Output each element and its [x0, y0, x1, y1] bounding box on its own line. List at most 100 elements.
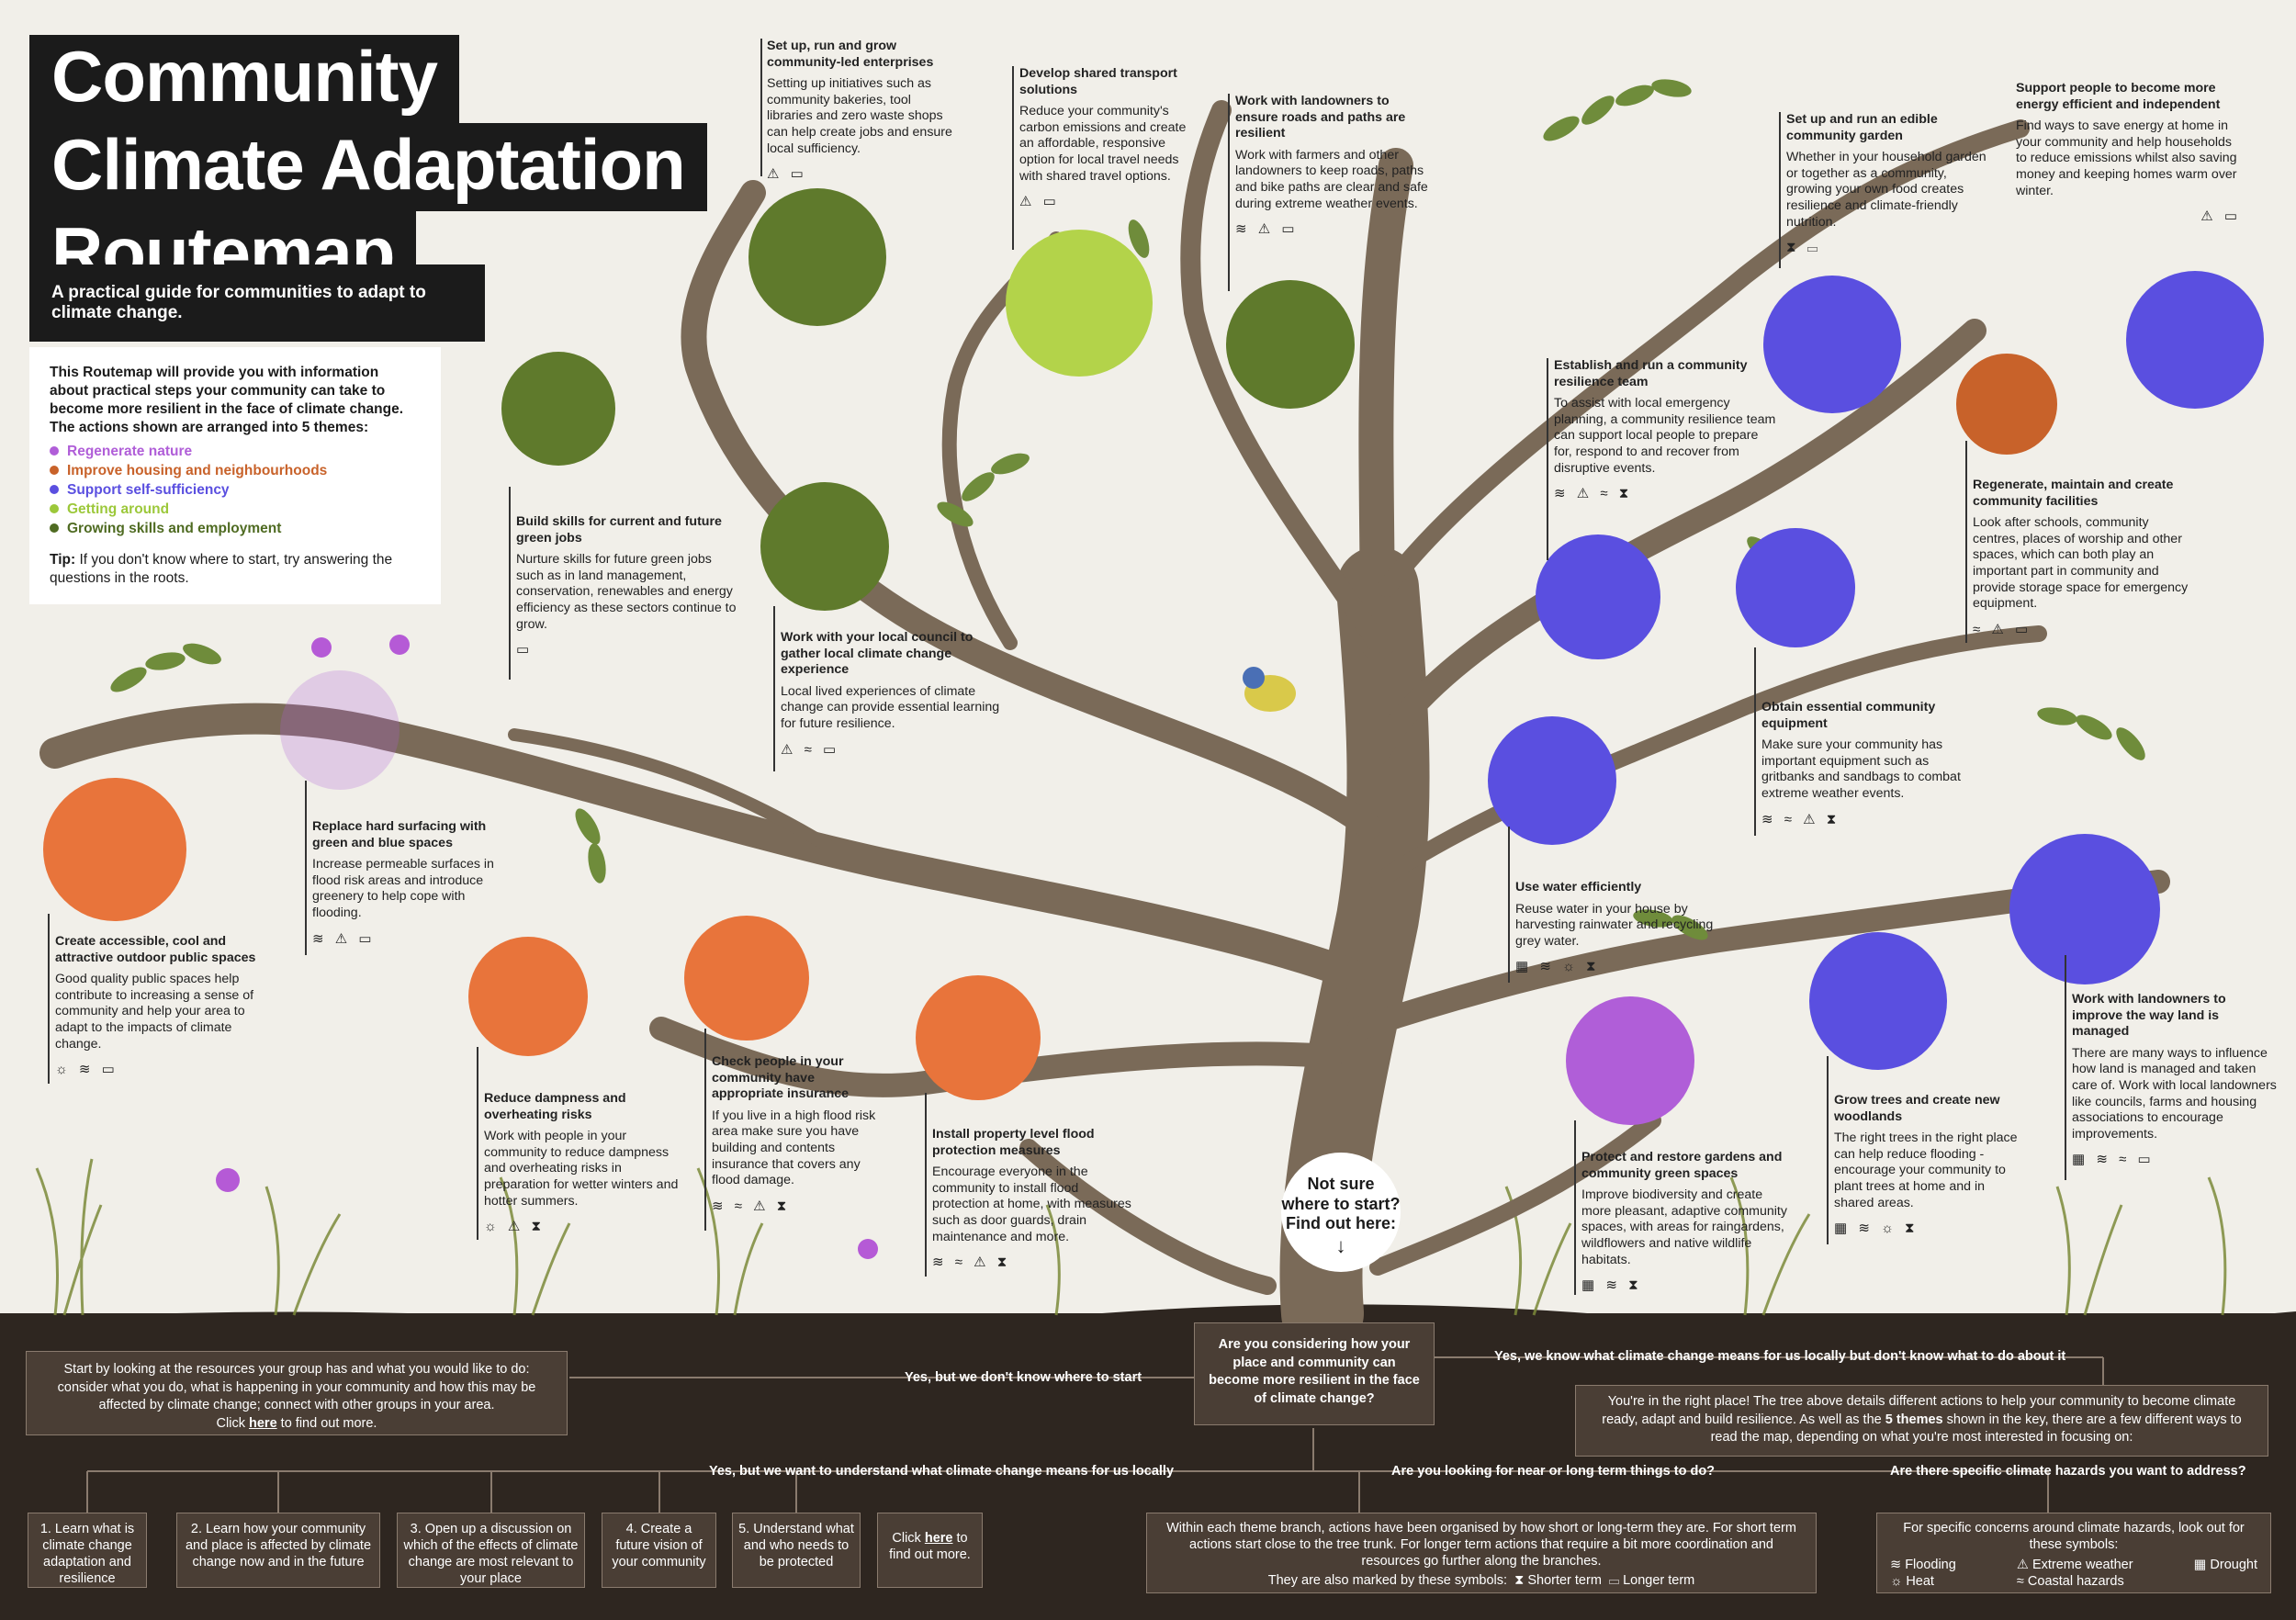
theme-dot-icon [50, 446, 59, 456]
action-shared-transport[interactable]: Develop shared transport solutions Reduc… [1019, 66, 1203, 211]
step-text: 2. Learn how your community and place is… [185, 1522, 372, 1570]
facilities-image-circle [1956, 354, 2057, 455]
action-description: Increase permeable surfaces in flood ris… [312, 857, 494, 921]
leader-line [509, 487, 511, 680]
action-title: Use water efficiently [1515, 880, 1642, 894]
action-land-managed[interactable]: Work with landowners to improve the way … [2072, 992, 2279, 1169]
action-edible-garden[interactable]: Set up and run an edible community garde… [1786, 112, 1988, 257]
label-climate-hazards: Are there specific climate hazards you w… [1890, 1464, 2246, 1479]
action-title: Work with landowners to ensure roads and… [1235, 94, 1406, 141]
action-title: Regenerate, maintain and create communit… [1973, 478, 2174, 509]
soil-edge [0, 1304, 2296, 1341]
step-2-learn-affected[interactable]: 2. Learn how your community and place is… [176, 1513, 380, 1588]
leader-line [1574, 1120, 1576, 1295]
click-end-text: to find out more. [889, 1531, 971, 1563]
not-sure-start-bubble[interactable]: Not sure where to start? Find out here: … [1281, 1153, 1401, 1272]
action-description: Improve biodiversity and create more ple… [1581, 1187, 1787, 1267]
action-title: Check people in your community have appr… [712, 1054, 850, 1102]
intro-text: This Routemap will provide you with info… [50, 365, 404, 418]
drought-icon: ▦ [2193, 1558, 2207, 1573]
hazard-symbols: ⚠ ▭ [2200, 208, 2241, 225]
step-3-open-discussion[interactable]: 3. Open up a discussion on which of the … [397, 1513, 585, 1588]
action-public-spaces[interactable]: Create accessible, cool and attractive o… [55, 934, 271, 1079]
step-1-learn-adaptation[interactable]: 1. Learn what is climate change adaptati… [28, 1513, 147, 1588]
here-link[interactable]: here [249, 1415, 277, 1431]
action-title: Work with your local council to gather l… [781, 630, 974, 678]
five-themes-text: 5 themes [1885, 1412, 1943, 1427]
action-insurance[interactable]: Check people in your community have appr… [712, 1054, 882, 1215]
action-resilience-team[interactable]: Establish and run a community resilience… [1554, 358, 1779, 503]
here-link[interactable]: here [924, 1531, 953, 1546]
hazard-symbols: ☼ ⚠ ⧗ [484, 1219, 546, 1235]
action-title: Set up and run an edible community garde… [1786, 112, 1938, 143]
action-description: Find ways to save energy at home in your… [2016, 118, 2237, 198]
action-description: Setting up initiatives such as community… [767, 76, 952, 156]
transport-image-circle [1006, 230, 1153, 377]
page-title-line-1: Community [29, 35, 459, 123]
tip-text: If you don't know where to start, try an… [50, 551, 393, 587]
label-yes-know-locally: Yes, we know what climate change means f… [1494, 1349, 2066, 1364]
hazard-symbols: ☼ ≋ ▭ [55, 1062, 118, 1078]
theme-self-sufficiency: Support self-sufficiency [50, 480, 421, 500]
skills-image-circle [501, 352, 615, 466]
action-green-jobs-skills[interactable]: Build skills for current and future gree… [516, 514, 741, 659]
heat-label: Heat [1906, 1574, 1934, 1590]
near-long-term-panel: Within each theme branch, actions have b… [1146, 1513, 1817, 1593]
step-click-here[interactable]: Click here to find out more. [877, 1513, 983, 1588]
trees-image-circle [1809, 932, 1947, 1070]
theme-improve-housing: Improve housing and neighbourhoods [50, 461, 421, 480]
roots-question-panel[interactable]: Are you considering how your place and c… [1194, 1322, 1435, 1425]
theme-dot-icon [50, 466, 59, 476]
action-community-enterprises[interactable]: Set up, run and grow community-led enter… [767, 39, 960, 184]
garden-image-circle [1763, 276, 1901, 413]
hazard-symbols: ⧗ ▭ [1786, 240, 1822, 256]
step-5-understand-protect[interactable]: 5. Understand what and who needs to be p… [732, 1513, 861, 1588]
down-arrow-icon: ↓ [1335, 1233, 1346, 1257]
action-flood-protection[interactable]: Install property level flood protection … [932, 1127, 1134, 1272]
step-4-future-vision[interactable]: 4. Create a future vision of your commun… [602, 1513, 716, 1588]
action-description: Make sure your community has important e… [1761, 737, 1961, 802]
hazard-symbols: ≋ ≈ ⚠ ⧗ [932, 1254, 1011, 1271]
hazard-symbols: ≋ ≈ ⚠ ⧗ [712, 1198, 791, 1214]
label-yes-understand-locally: Yes, but we want to understand what clim… [709, 1464, 1175, 1479]
action-description: Work with people in your community to re… [484, 1129, 679, 1209]
click-text: Click [892, 1531, 921, 1546]
page-title-line-2: Climate Adaptation [29, 123, 707, 211]
step-text: 5. Understand what and who needs to be p… [738, 1522, 854, 1570]
action-energy-efficient[interactable]: Support people to become more energy eff… [2016, 81, 2241, 226]
coastal-label: Coastal hazards [2027, 1574, 2124, 1590]
water-image-circle [1488, 716, 1616, 845]
hazard-symbols: ≋ ⚠ ▭ [1235, 221, 1299, 238]
action-use-water-efficiently[interactable]: Use water efficiently Reuse water in you… [1515, 880, 1717, 976]
leader-line [925, 1093, 927, 1277]
action-dampness-overheating[interactable]: Reduce dampness and overheating risks Wo… [484, 1091, 681, 1236]
blue-tit-bird [1243, 667, 1296, 712]
not-sure-line-3: Find out here: [1286, 1214, 1396, 1233]
action-description: Work with farmers and other landowners t… [1235, 147, 1428, 211]
leader-line [1754, 647, 1756, 836]
council-image-circle [760, 482, 889, 611]
enterprise-image-circle [748, 188, 886, 326]
theme-dot-icon [50, 504, 59, 514]
action-trees-woodlands[interactable]: Grow trees and create new woodlands The … [1834, 1093, 2018, 1238]
action-council-experience[interactable]: Work with your local council to gather l… [781, 630, 1001, 759]
action-description: Reuse water in your house by harvesting … [1515, 901, 1714, 949]
hazard-symbols: ≈ ⚠ ▭ [1973, 621, 2032, 637]
action-community-facilities[interactable]: Regenerate, maintain and create communit… [1973, 478, 2193, 638]
action-community-equipment[interactable]: Obtain essential community equipment Mak… [1761, 700, 1982, 828]
action-description: There are many ways to influence how lan… [2072, 1045, 2277, 1142]
equipment-image-circle [1736, 528, 1855, 647]
action-restore-gardens[interactable]: Protect and restore gardens and communit… [1581, 1150, 1793, 1295]
calendar-icon: ▭ [1608, 1573, 1620, 1589]
action-green-blue-spaces[interactable]: Replace hard surfacing with green and bl… [312, 819, 501, 948]
leader-line [2065, 955, 2066, 1180]
action-resilient-roads[interactable]: Work with landowners to ensure roads and… [1235, 94, 1428, 239]
action-images [43, 188, 2264, 1125]
action-title: Obtain essential community equipment [1761, 700, 1936, 731]
label-yes-dont-know-start: Yes, but we don't know where to start [905, 1370, 1142, 1385]
flooding-legend: ≋ Flooding [1890, 1557, 1956, 1573]
insurance-image-circle [684, 916, 809, 1041]
energy-image-circle [2126, 271, 2264, 409]
action-description: Encourage everyone in the community to i… [932, 1164, 1131, 1244]
shorter-term-label: Shorter term [1527, 1573, 1602, 1589]
